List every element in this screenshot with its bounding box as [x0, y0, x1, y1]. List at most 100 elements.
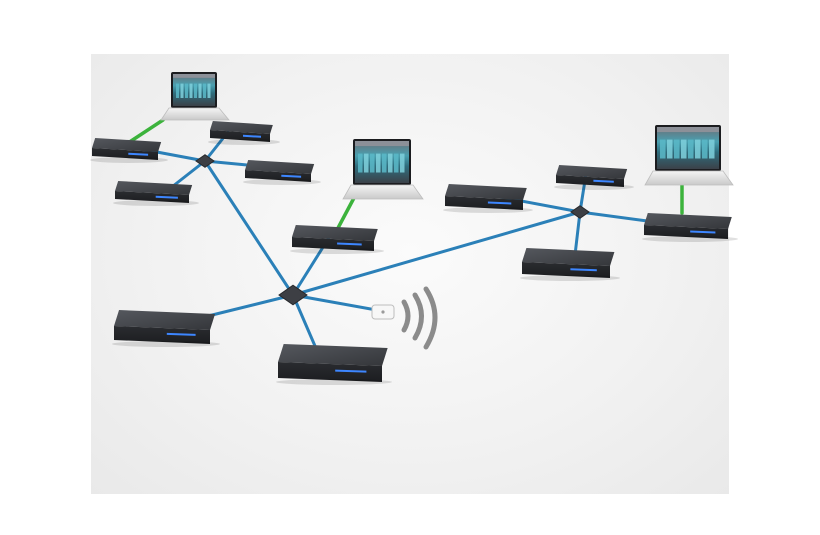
device-top [278, 344, 388, 366]
device-shadow [520, 275, 620, 281]
daw-channel-strip [376, 153, 381, 173]
daw-channel-strip [185, 83, 188, 98]
rack-audio-interface-icon [243, 160, 321, 185]
device-front [556, 175, 624, 187]
device-shadow [276, 379, 392, 385]
daw-channel-strip [203, 83, 206, 98]
device-front [210, 130, 270, 142]
device-shadow [290, 248, 384, 254]
daw-channel-strip [688, 139, 694, 159]
laptop-cable [336, 194, 357, 230]
rack-audio-interface-icon [443, 184, 533, 213]
laptop-base [644, 170, 734, 186]
daw-channel-strip [674, 139, 680, 159]
device-led [128, 152, 149, 156]
daw-channel-strip [660, 139, 666, 159]
laptop-base [160, 107, 230, 121]
laptop-links [126, 118, 684, 230]
daw-channel-strip [207, 83, 211, 98]
ethernet-cable [198, 293, 295, 320]
device-led [337, 242, 362, 246]
network-nodes [90, 72, 738, 385]
rack-audio-interface-icon [90, 138, 168, 163]
ethernet-cable [291, 293, 384, 313]
device-top [556, 165, 628, 179]
device-led [335, 369, 367, 373]
device-led [570, 268, 597, 272]
device-led [243, 134, 261, 138]
ethernet-links [128, 130, 657, 348]
rack-audio-interface-icon [276, 344, 392, 385]
ethernet-cable [291, 293, 317, 348]
diagram-background [91, 54, 729, 494]
device-shadow [243, 179, 321, 185]
device-shadow [208, 139, 280, 145]
ethernet-cable [573, 210, 582, 257]
rack-audio-interface-icon [520, 248, 620, 281]
rack-audio-interface-icon [642, 213, 738, 242]
daw-channel-strip [400, 153, 405, 173]
daw-channel-strip [364, 153, 369, 173]
device-shadow [90, 157, 168, 163]
access-point-led [381, 310, 385, 314]
daw-channel-strip [709, 139, 715, 159]
device-shadow [554, 184, 634, 190]
daw-channel-strip [176, 83, 179, 98]
device-led [593, 179, 614, 183]
network-switch-icon [570, 205, 590, 219]
daw-channel-strip [394, 153, 399, 173]
laptop-daw-icon [342, 139, 424, 200]
rack-audio-interface-icon [113, 181, 199, 206]
daw-toolbar [355, 141, 409, 147]
daw-channel-strip [358, 153, 363, 173]
rack-audio-interface-icon [554, 165, 634, 190]
ethernet-cable [578, 210, 657, 224]
daw-channel-strip [370, 153, 375, 173]
daw-channel-strip [681, 139, 687, 159]
laptop-daw-icon [644, 125, 734, 186]
daw-channel-strip [388, 153, 393, 173]
device-top [115, 181, 193, 195]
device-shadow [113, 200, 199, 206]
device-shadow [112, 341, 220, 347]
device-led [690, 230, 716, 234]
device-top [210, 121, 273, 134]
device-top [245, 160, 315, 174]
ethernet-cable [203, 159, 295, 297]
ethernet-cable [291, 210, 582, 297]
daw-channel-strip [189, 83, 193, 98]
daw-channel-strip [667, 139, 673, 159]
network-switch-icon [278, 284, 308, 306]
daw-channel-strip [194, 83, 197, 98]
device-front [115, 191, 189, 203]
device-led [281, 174, 302, 178]
device-led [155, 195, 178, 199]
device-top [114, 310, 216, 330]
rack-audio-interface-icon [290, 225, 384, 254]
wireless-signal-icon [401, 286, 438, 350]
laptop-daw-icon [160, 72, 230, 121]
laptop-base [342, 184, 424, 200]
daw-channel-strip [180, 83, 184, 98]
device-front [278, 362, 382, 382]
device-top [522, 248, 615, 266]
device-shadow [443, 207, 533, 213]
device-led [166, 332, 196, 336]
device-front [245, 170, 311, 182]
device-led [487, 201, 512, 205]
device-front [292, 237, 374, 251]
rack-audio-interface-icon [208, 121, 280, 145]
rack-audio-interface-icon [112, 310, 220, 347]
daw-toolbar [173, 74, 215, 78]
device-top [644, 213, 732, 229]
network-switch-icon [195, 154, 215, 168]
device-front [114, 326, 210, 344]
daw-channel-strip [198, 83, 202, 98]
device-top [292, 225, 378, 241]
laptop-cable [126, 118, 165, 145]
device-front [644, 225, 728, 239]
daw-channel-strip [695, 139, 701, 159]
device-front [522, 262, 610, 278]
device-front [92, 148, 158, 160]
